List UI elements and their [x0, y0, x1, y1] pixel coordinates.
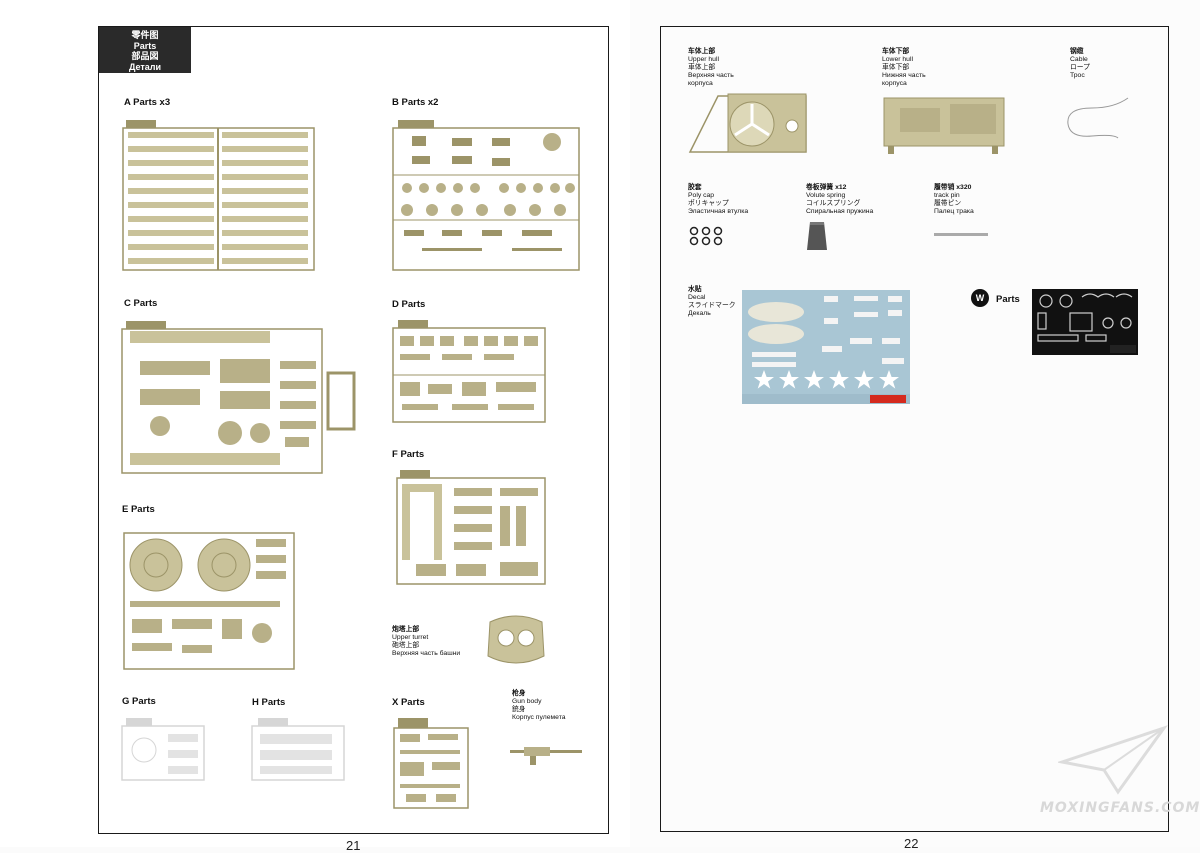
parts-header-tab: 零件图 Parts 部品図 Детали	[99, 27, 191, 73]
lower-hull-ja: 車体下部	[882, 64, 910, 71]
track-pin-image	[934, 233, 988, 236]
section-h-label: H Parts	[252, 697, 286, 708]
decal-ru: Декаль	[688, 310, 711, 317]
gun-body-ru: Корпус пулемета	[512, 714, 566, 721]
paper-plane-watermark-icon	[1058, 725, 1168, 795]
cable-ru: Трос	[1070, 72, 1085, 79]
track-pin-ru: Палец трака	[934, 208, 974, 215]
volute-spring-ru: Спиральная пружина	[806, 208, 874, 215]
lower-hull-ru2: корпуса	[882, 80, 907, 87]
volute-spring-image	[806, 220, 828, 252]
cable-ja: ロープ	[1070, 64, 1090, 71]
upper-turret-caption: 炮塔上部 Upper turret 砲塔上部 Верхняя часть баш…	[392, 626, 460, 658]
header-en: Parts	[133, 40, 157, 51]
section-g-label: G Parts	[122, 696, 156, 707]
decal-zh: 水贴	[688, 286, 702, 293]
sprue-x-image	[392, 718, 470, 810]
track-pin-caption: 履带销 x320 track pin 履帯ピン Палец трака	[934, 184, 974, 216]
sprue-a-image	[122, 120, 315, 272]
lower-hull-en: Lower hull	[882, 56, 913, 63]
photo-etch-sheet-image	[1032, 289, 1138, 355]
upper-hull-image	[688, 90, 810, 158]
volute-spring-ja: コイルスプリング	[806, 200, 861, 207]
section-d-label: D Parts	[392, 299, 426, 310]
upper-hull-ru2: корпуса	[688, 80, 713, 87]
volute-spring-en: Volute spring	[806, 192, 846, 199]
lower-hull-zh: 车体下部	[882, 48, 910, 55]
upper-hull-zh: 车体上部	[688, 48, 716, 55]
poly-cap-zh: 胶套	[688, 184, 702, 191]
upper-turret-zh: 炮塔上部	[392, 626, 420, 633]
decal-en: Decal	[688, 294, 706, 301]
section-w-label: Parts	[996, 294, 1020, 305]
header-ja: 部品図	[131, 51, 159, 61]
poly-cap-ja: ポリキャップ	[688, 200, 729, 207]
page-number-right: 22	[904, 836, 919, 851]
poly-cap-ru: Эластичная втулка	[688, 208, 749, 215]
sprue-b-image	[392, 120, 582, 272]
gun-body-ja: 銃身	[512, 706, 526, 713]
upper-turret-ja: 砲塔上部	[392, 642, 420, 649]
upper-hull-ja: 車体上部	[688, 64, 716, 71]
decal-caption: 水贴 Decal スライドマーク Декаль	[688, 286, 736, 318]
page-number-left: 21	[346, 838, 361, 853]
w-parts-badge: W	[971, 289, 989, 307]
lower-hull-ru1: Нижняя часть	[882, 72, 926, 79]
section-x-label: X Parts	[392, 697, 425, 708]
header-ru: Детали	[128, 61, 162, 72]
volute-spring-caption: 卷板弹簧 x12 Volute spring コイルスプリング Спиральн…	[806, 184, 873, 216]
upper-hull-ru1: Верхняя часть	[688, 72, 734, 79]
gun-body-zh: 枪身	[512, 690, 526, 697]
decal-ja: スライドマーク	[688, 302, 736, 309]
upper-turret-image	[484, 612, 548, 668]
decal-sheet-image	[742, 290, 910, 404]
sprue-e-image	[122, 529, 296, 671]
cable-image	[1062, 94, 1134, 140]
poly-cap-en: Poly cap	[688, 192, 715, 199]
poly-cap-image	[688, 226, 724, 246]
track-pin-zh: 履带销 x320	[934, 184, 972, 191]
sprue-g-image	[120, 718, 206, 782]
track-pin-en: track pin	[934, 192, 960, 199]
header-zh: 零件图	[131, 30, 159, 40]
section-b-label: B Parts x2	[392, 97, 439, 108]
gun-body-caption: 枪身 Gun body 銃身 Корпус пулемета	[512, 690, 566, 722]
cable-zh: 钢缆	[1070, 48, 1084, 55]
sprue-f-image	[396, 470, 548, 586]
poly-cap-caption: 胶套 Poly cap ポリキャップ Эластичная втулка	[688, 184, 748, 216]
lower-hull-caption: 车体下部 Lower hull 車体下部 Нижняя часть корпус…	[882, 48, 926, 88]
sprue-c-image	[120, 321, 356, 475]
section-c-label: C Parts	[124, 298, 158, 309]
upper-hull-en: Upper hull	[688, 56, 719, 63]
upper-turret-en: Upper turret	[392, 634, 429, 641]
gun-body-image	[508, 742, 584, 766]
cable-en: Cable	[1070, 56, 1088, 63]
sprue-d-image	[392, 320, 548, 424]
cable-caption: 钢缆 Cable ロープ Трос	[1070, 48, 1090, 80]
section-f-label: F Parts	[392, 449, 425, 460]
section-a-label: A Parts x3	[124, 97, 171, 108]
volute-spring-zh: 卷板弹簧 x12	[806, 184, 847, 191]
sprue-h-image	[250, 718, 346, 782]
right-page-frame	[660, 26, 1169, 832]
watermark-text: MOXINGFANS.COM	[1040, 800, 1200, 816]
upper-hull-caption: 车体上部 Upper hull 車体上部 Верхняя часть корпу…	[688, 48, 734, 88]
upper-turret-ru: Верхняя часть башни	[392, 650, 461, 657]
gun-body-en: Gun body	[512, 698, 542, 705]
lower-hull-image	[880, 94, 1006, 156]
track-pin-ja: 履帯ピン	[934, 200, 962, 207]
left-page-frame	[98, 26, 609, 834]
section-e-label: E Parts	[122, 504, 155, 515]
